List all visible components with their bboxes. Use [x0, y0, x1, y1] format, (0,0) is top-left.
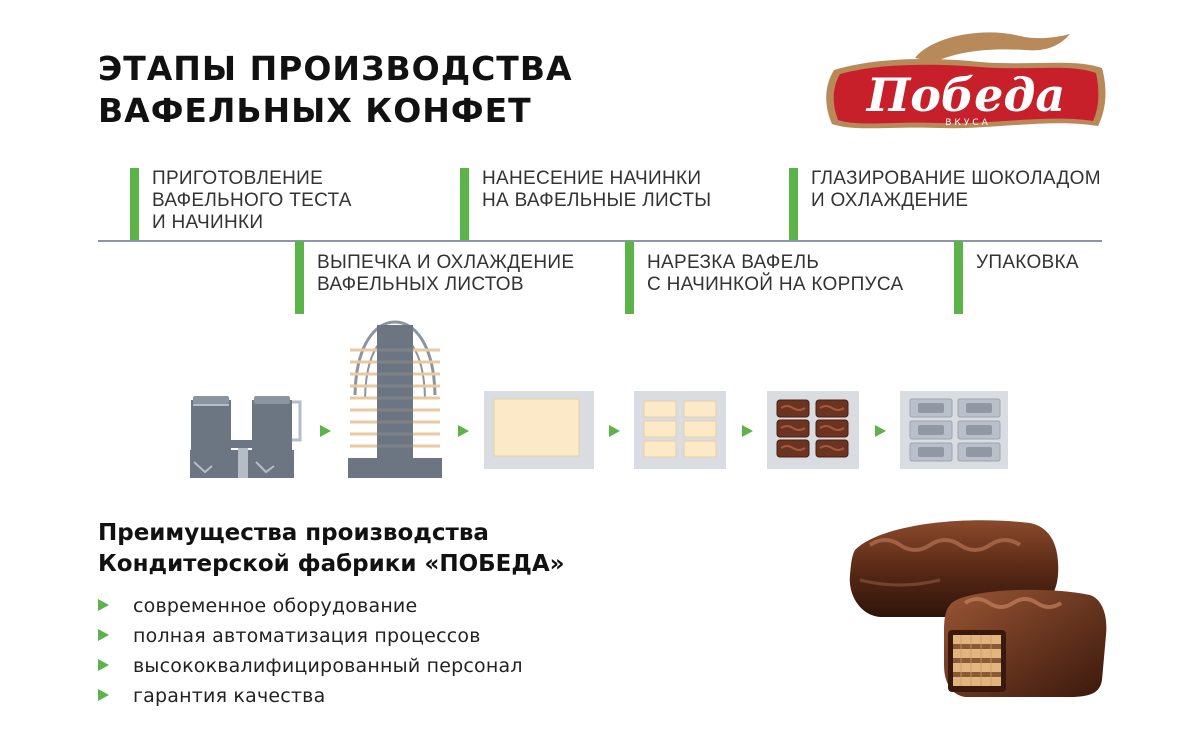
- stage-4: НАРЕЗКА ВАФЕЛЬ С НАЧИНКОЙ НА КОРПУСА: [625, 241, 945, 314]
- list-item: гарантия качества: [98, 682, 523, 712]
- stage-6-marker: [954, 241, 963, 314]
- stage-1-marker: [130, 168, 139, 240]
- advantages-title: Преимущества производства Кондитерской ф…: [98, 518, 565, 580]
- page-title-line-1: ЭТАПЫ ПРОИЗВОДСТВА: [98, 49, 573, 88]
- stage-2-marker: [295, 241, 304, 314]
- arrow-right-icon: [609, 425, 620, 437]
- stage-4-marker: [625, 241, 634, 314]
- bullet-triangle-icon: [98, 628, 109, 641]
- page-title: ЭТАПЫ ПРОИЗВОДСТВА ВАФЕЛЬНЫХ КОНФЕТ: [98, 48, 573, 132]
- list-item: полная автоматизация процессов: [98, 622, 523, 652]
- arrow-right-icon: [320, 425, 331, 437]
- stage-1-label: ПРИГОТОВЛЕНИЕ ВАФЕЛЬНОГО ТЕСТА И НАЧИНКИ: [152, 168, 352, 233]
- glazed-candies-icon: [767, 391, 859, 469]
- page-title-line-2: ВАФЕЛЬНЫХ КОНФЕТ: [98, 91, 532, 130]
- wafer-sheet-icon: [484, 391, 594, 469]
- stage-2-label: ВЫПЕЧКА И ОХЛАЖДЕНИЕ ВАФЕЛЬНЫХ ЛИСТОВ: [317, 252, 575, 295]
- timeline-axis: [98, 240, 1102, 242]
- stage-5-label: ГЛАЗИРОВАНИЕ ШОКОЛАДОМ И ОХЛАЖДЕНИЕ: [811, 168, 1101, 211]
- stage-6: УПАКОВКА: [954, 241, 1154, 314]
- logo-tagline: ВКУСА: [945, 118, 991, 128]
- bullet-triangle-icon: [98, 658, 109, 671]
- bullet-triangle-icon: [98, 688, 109, 701]
- advantages-list: современное оборудование полная автомати…: [98, 592, 523, 712]
- stage-1: ПРИГОТОВЛЕНИЕ ВАФЕЛЬНОГО ТЕСТА И НАЧИНКИ: [130, 168, 460, 240]
- arrow-right-icon: [875, 425, 886, 437]
- stage-5-marker: [789, 168, 798, 240]
- packaging-icon: [900, 391, 1008, 469]
- stage-3-label: НАНЕСЕНИЕ НАЧИНКИ НА ВАФЕЛЬНЫЕ ЛИСТЫ: [482, 168, 712, 211]
- stage-4-label: НАРЕЗКА ВАФЕЛЬ С НАЧИНКОЙ НА КОРПУСА: [647, 252, 904, 295]
- logo-brand-text: Победа: [865, 68, 1065, 122]
- stage-3: НАНЕСЕНИЕ НАЧИНКИ НА ВАФЕЛЬНЫЕ ЛИСТЫ: [460, 168, 790, 240]
- arrow-right-icon: [742, 425, 753, 437]
- baking-oven-icon: [348, 320, 442, 478]
- bullet-triangle-icon: [98, 598, 109, 611]
- advantages-title-line-2: Кондитерской фабрики «ПОБЕДА»: [98, 551, 565, 577]
- pobeda-logo: Победа ВКУСА: [826, 32, 1106, 129]
- arrow-right-icon: [458, 425, 469, 437]
- cut-wafers-icon: [634, 391, 726, 469]
- advantages-title-line-1: Преимущества производства: [98, 520, 489, 546]
- list-item: высококвалифицированный персонал: [98, 652, 523, 682]
- stage-5: ГЛАЗИРОВАНИЕ ШОКОЛАДОМ И ОХЛАЖДЕНИЕ: [789, 168, 1109, 240]
- mixing-tanks-icon: [190, 396, 302, 478]
- list-item: современное оборудование: [98, 592, 523, 622]
- stage-2: ВЫПЕЧКА И ОХЛАЖДЕНИЕ ВАФЕЛЬНЫХ ЛИСТОВ: [295, 241, 625, 314]
- stage-6-label: УПАКОВКА: [976, 252, 1079, 273]
- stage-3-marker: [460, 168, 469, 240]
- chocolate-candy-image: [849, 520, 1107, 697]
